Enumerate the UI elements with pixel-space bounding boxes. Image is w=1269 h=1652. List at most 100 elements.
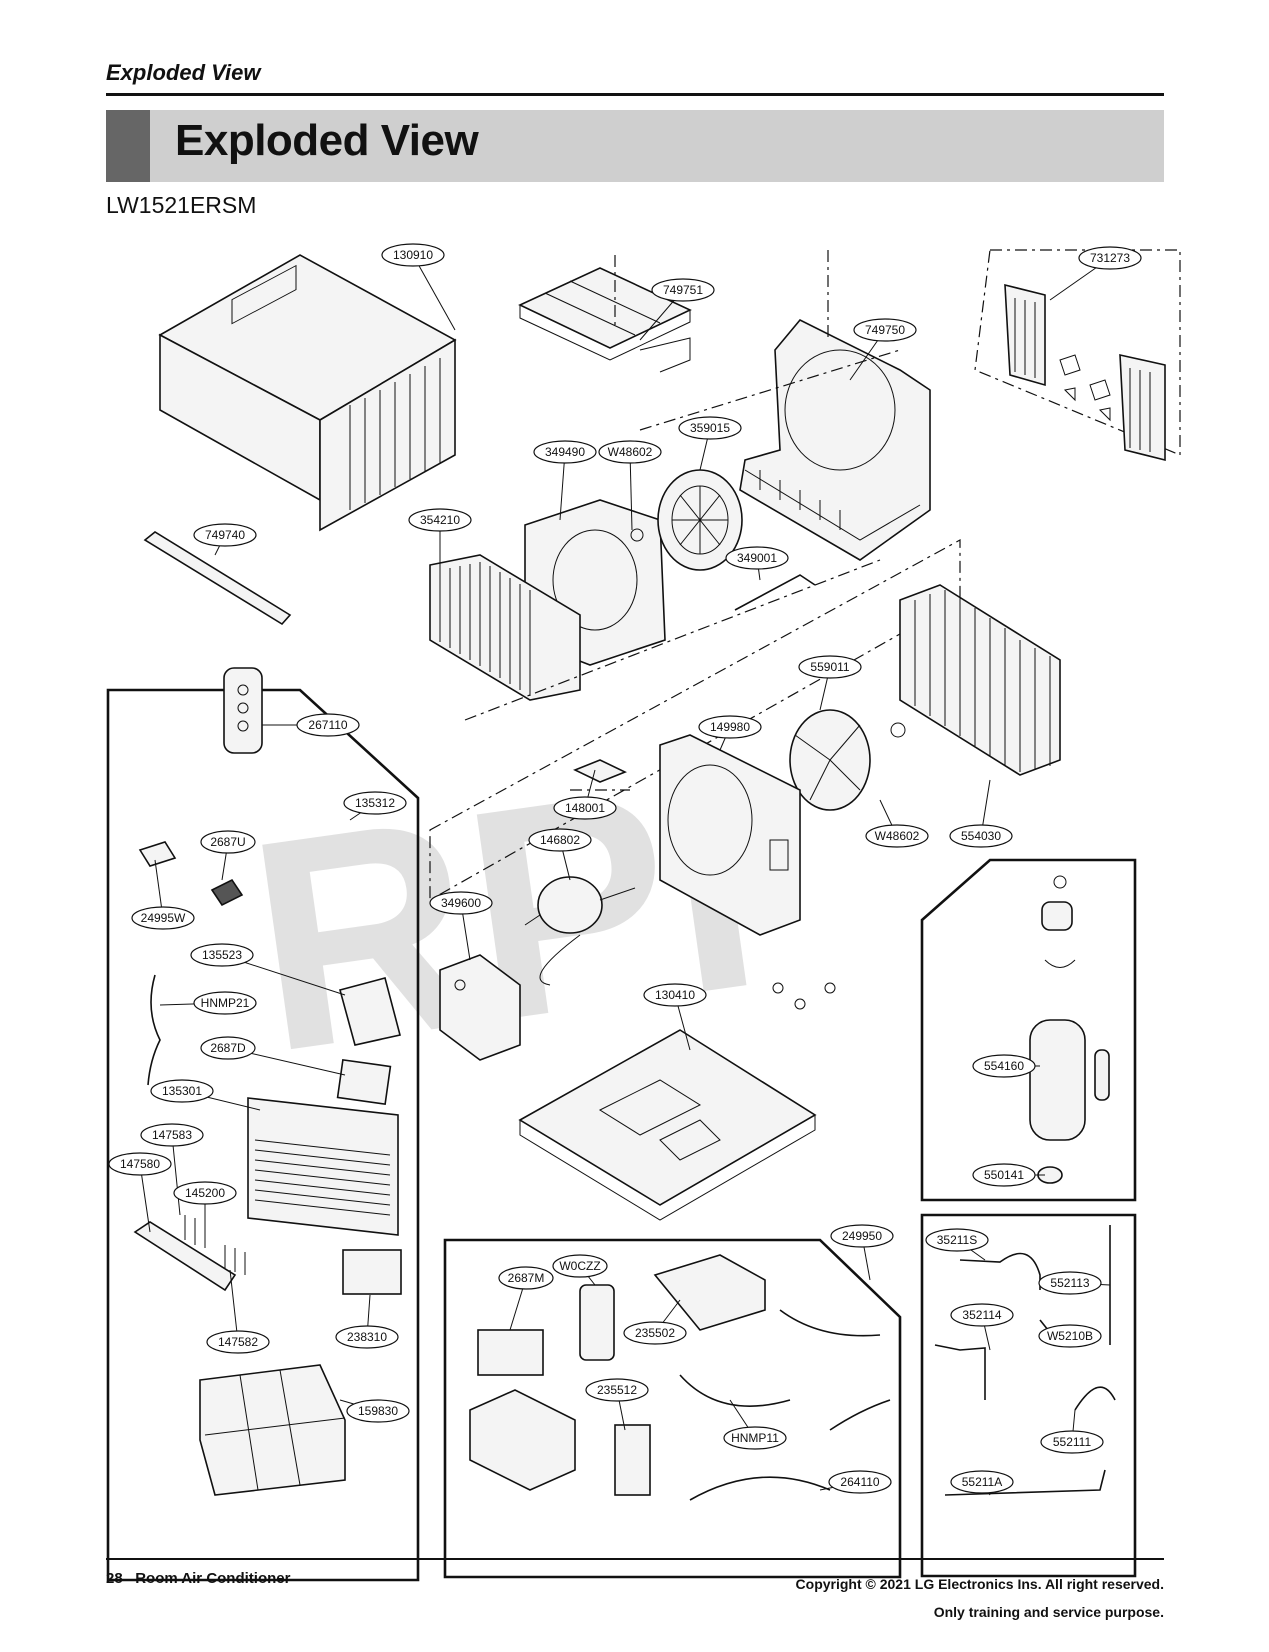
- display-bracket: [138, 841, 177, 867]
- tube-35211s: [959, 1252, 1041, 1290]
- callout-bubble: [950, 1470, 1014, 1494]
- callout-label: 35211S: [937, 1233, 977, 1247]
- footer-page: 28 Room Air Conditioner: [106, 1570, 290, 1587]
- motor-mount: [439, 954, 521, 1061]
- callout-bubble: [552, 1254, 608, 1278]
- base-screws: [772, 982, 836, 1010]
- callout-bubble: [698, 715, 762, 739]
- callout-bubble: [1038, 1324, 1102, 1348]
- display-pcb: [336, 1058, 392, 1106]
- cabinet-case: [158, 254, 457, 532]
- callout-label: 550141: [984, 1168, 1024, 1182]
- callout-label: 349600: [441, 896, 481, 910]
- callout-label: 2687D: [210, 1041, 246, 1055]
- callout-label: 148001: [565, 801, 605, 815]
- callout-label: 2687M: [508, 1271, 545, 1285]
- compressor: [1029, 875, 1110, 1184]
- air-filter: [199, 1364, 346, 1496]
- callout-label: W48602: [608, 445, 653, 459]
- callout-label: 2687U: [210, 835, 245, 849]
- callout-bubble: [533, 440, 597, 464]
- callout-label: 130910: [393, 248, 433, 262]
- title-banner: [106, 110, 1164, 182]
- compressor-group-frame: [920, 858, 1137, 1202]
- harness-hnmp11: [679, 1374, 791, 1407]
- callout-label: 238310: [347, 1330, 387, 1344]
- callout-label: 354210: [420, 513, 460, 527]
- callout-label: 731273: [1090, 251, 1130, 265]
- callout-label: 359015: [690, 421, 730, 435]
- callout-label: 749740: [205, 528, 245, 542]
- callout-bubble: [651, 278, 715, 302]
- callout-label: 349490: [545, 445, 585, 459]
- callout-leader: [171, 1134, 181, 1216]
- callout-bubble: [1078, 246, 1142, 270]
- callout-label: 24995W: [141, 911, 186, 925]
- harness-b: [829, 1399, 891, 1431]
- bottom-rail: [143, 531, 292, 626]
- control-bracket: [339, 977, 401, 1046]
- callout-bubble: [150, 1079, 214, 1103]
- callout-bubble: [381, 243, 445, 267]
- control-box-group-frame: [443, 1238, 902, 1579]
- main-pcb: [477, 1329, 544, 1376]
- control-panel: [342, 1249, 402, 1295]
- control-cover: [653, 1254, 766, 1331]
- callout-bubble: [598, 440, 662, 464]
- leader-lines: [464, 250, 901, 791]
- model-number: LW1521ERSM: [106, 192, 257, 218]
- callout-label: 749750: [865, 323, 905, 337]
- callout-bubble: [723, 1426, 787, 1450]
- callout-leader: [229, 1269, 239, 1343]
- copyright: Copyright © 2021 LG Electronics Ins. All…: [795, 1576, 1164, 1592]
- callout-bubble: [429, 891, 493, 915]
- callout-bubble: [343, 791, 407, 815]
- fan-nut: [890, 722, 906, 738]
- base-pan-group-frame: [429, 538, 961, 902]
- callout-label: 249950: [842, 1229, 882, 1243]
- callout-label: 559011: [810, 660, 849, 674]
- callout-label: 146802: [540, 833, 580, 847]
- callout-label: 159830: [358, 1404, 398, 1418]
- fan-motor: [524, 876, 636, 986]
- title-banner-accent: [106, 110, 150, 182]
- product-name: Room Air Conditioner: [135, 1570, 291, 1587]
- callout-label: 749751: [663, 283, 703, 297]
- harness-a: [779, 1309, 881, 1337]
- callout-leader: [412, 254, 456, 331]
- callout-label: W48602: [875, 829, 920, 843]
- callout-bubble: [798, 655, 862, 679]
- front-grille: [247, 1097, 399, 1236]
- terminal-block: [614, 1424, 651, 1496]
- callout-bubble: [190, 943, 254, 967]
- callout-bubble: [193, 991, 257, 1015]
- louver-link: [184, 1215, 246, 1275]
- callout-bubble: [206, 1330, 270, 1354]
- blower-nut: [630, 528, 644, 542]
- callout-label: HNMP11: [731, 1431, 779, 1445]
- callout-bubble: [643, 983, 707, 1007]
- tubing-group-frame: [920, 1213, 1137, 1578]
- callout-bubble: [1040, 1430, 1104, 1454]
- callout-bubble: [193, 523, 257, 547]
- callout-label: 145200: [185, 1186, 225, 1200]
- callout-label: 264110: [840, 1475, 879, 1489]
- callout-bubble: [528, 828, 592, 852]
- callout-bubble: [108, 1152, 172, 1176]
- callout-label: 554160: [984, 1059, 1024, 1073]
- callout-label: 135312: [355, 796, 395, 810]
- callout-label: 552111: [1053, 1435, 1092, 1449]
- condenser-coil: [899, 584, 1061, 776]
- callout-label: 55211A: [962, 1475, 1002, 1489]
- callout-label: 235512: [597, 1383, 637, 1397]
- drain-rod: [734, 574, 816, 611]
- callout-bubble: [408, 508, 472, 532]
- callout-bubble: [678, 416, 742, 440]
- callout-bubble: [830, 1224, 894, 1248]
- installation-kit: [1004, 283, 1166, 462]
- callout-bubble: [335, 1325, 399, 1349]
- callout-label: 235502: [635, 1326, 675, 1340]
- callout-leader: [629, 451, 633, 531]
- callout-bubble: [828, 1470, 892, 1494]
